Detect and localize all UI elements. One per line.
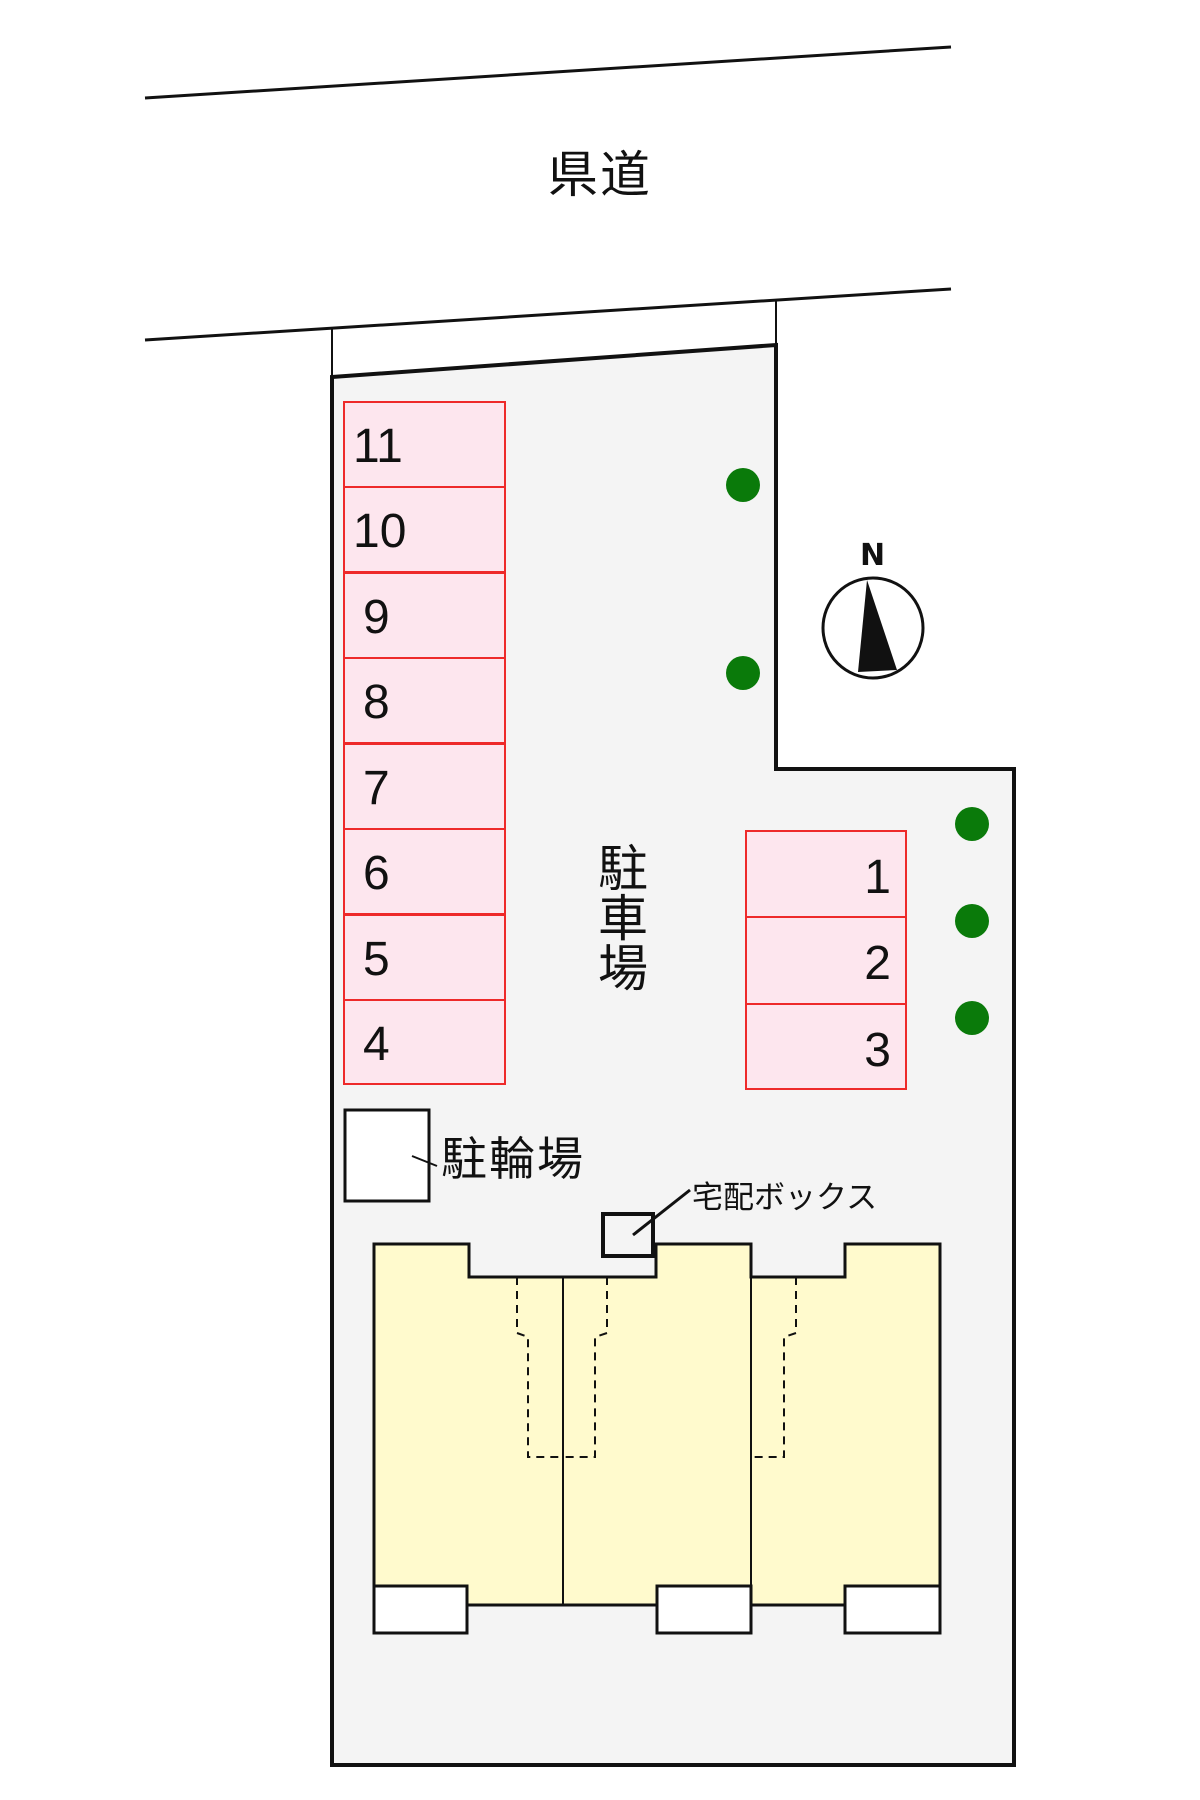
parking-slot-7: 7	[343, 743, 506, 830]
parking-slot-10: 10	[343, 486, 506, 573]
slot-number: 3	[864, 1024, 891, 1077]
tree-icon	[726, 656, 760, 690]
slot-number: 6	[363, 847, 390, 900]
bicycle-parking-area	[343, 1108, 431, 1203]
balcony	[372, 1584, 469, 1635]
apartment-building	[372, 1242, 942, 1635]
parking-slot-1: 1	[745, 830, 907, 918]
compass-icon	[821, 576, 925, 680]
delivery-box	[601, 1212, 655, 1258]
balcony	[655, 1584, 753, 1635]
slot-number: 8	[363, 676, 390, 729]
slot-number: 5	[363, 933, 390, 986]
entrance-path	[516, 1277, 563, 1458]
parking-lot-label: 駐車場	[590, 842, 648, 992]
slot-number: 11	[353, 420, 403, 473]
road-edge-north	[144, 45, 952, 100]
tree-icon	[955, 1001, 989, 1035]
delivery-box-leader	[632, 1188, 691, 1237]
parking-slots-right: 1 2 3	[745, 830, 907, 1090]
delivery-box-label: 宅配ボックス	[692, 1180, 878, 1216]
tree-icon	[726, 468, 760, 502]
slot-number: 4	[363, 1018, 390, 1071]
entrance-path	[563, 1277, 608, 1458]
road-label: 県道	[548, 146, 652, 204]
slot-number: 9	[363, 591, 390, 644]
entrance-path	[751, 1277, 797, 1458]
slot-number: 1	[864, 851, 891, 904]
bicycle-parking-leader	[411, 1155, 438, 1167]
road-edge-south	[144, 287, 952, 342]
bicycle-parking-label: 駐輪場	[441, 1132, 585, 1186]
parking-slot-11: 11	[343, 401, 506, 488]
compass-north-label: N	[860, 538, 886, 573]
parking-slot-6: 6	[343, 828, 506, 915]
slot-number: 10	[353, 505, 407, 558]
slot-number: 7	[363, 762, 390, 815]
building-outline	[372, 1242, 942, 1607]
trees	[726, 468, 989, 1035]
parking-slot-4: 4	[343, 999, 506, 1085]
parking-slot-9: 9	[343, 572, 506, 659]
tree-icon	[955, 807, 989, 841]
parking-slot-3: 3	[745, 1003, 907, 1090]
slot-number: 2	[864, 937, 891, 990]
balcony	[843, 1584, 942, 1635]
parking-slots-left: 11 10 9 8 7 6 5 4	[343, 401, 506, 1085]
parking-slot-8: 8	[343, 657, 506, 744]
tree-icon	[955, 904, 989, 938]
parking-slot-2: 2	[745, 916, 907, 1005]
parking-slot-5: 5	[343, 914, 506, 1001]
